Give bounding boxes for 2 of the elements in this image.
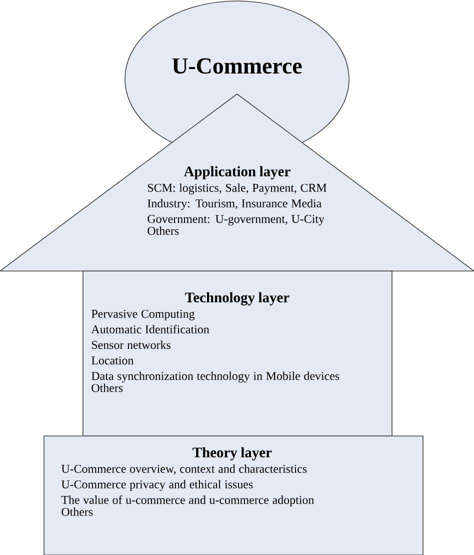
layer-box: Theory layer U-Commerce overview, context and characteristics U-Commerce privacy and ethical issues The value of u-commerce and u-commerce adoption Others [44,436,424,555]
layer-box: Technology layer Pervasive Computing Automatic Identification Sensor networks Location Data synchronization technology in Mobile devices Others [82,270,392,436]
